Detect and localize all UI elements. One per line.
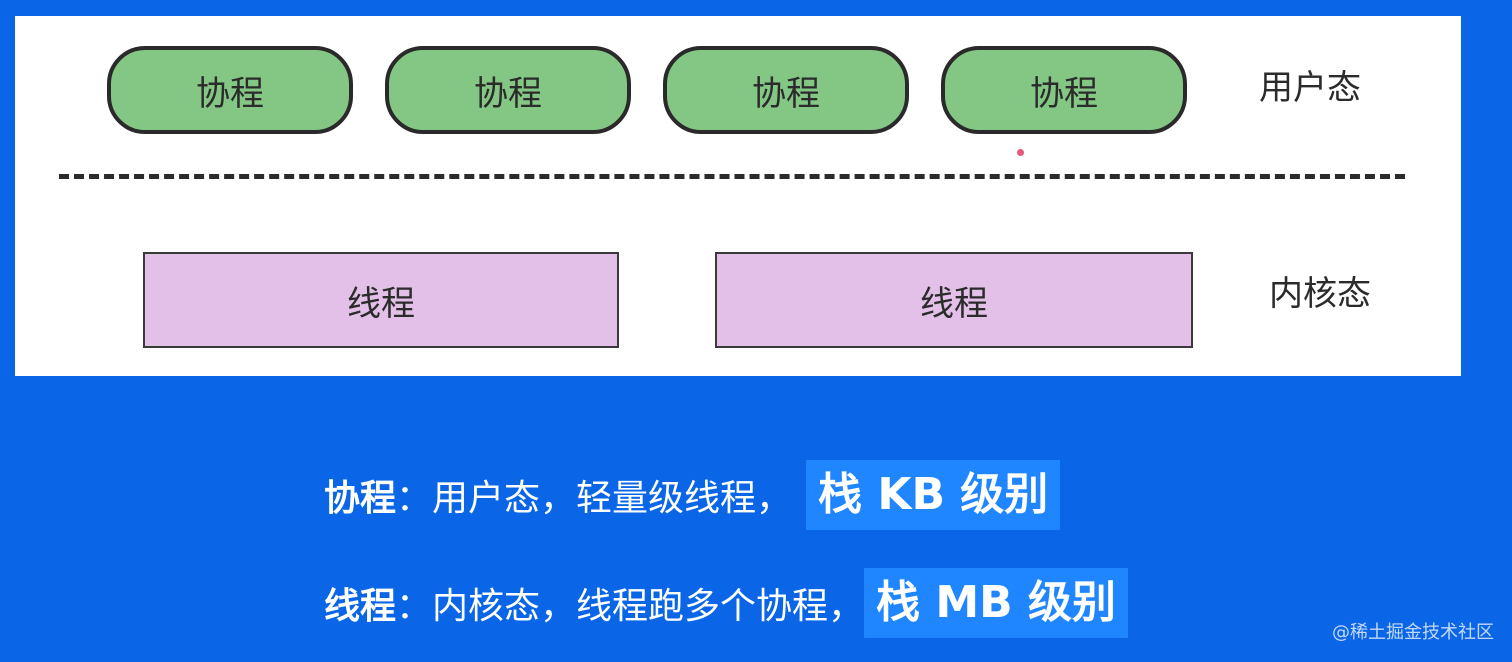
kernel-space-label: 内核态: [1269, 274, 1371, 314]
thread-box-2: 线程: [715, 252, 1193, 348]
watermark: @稀土掘金技术社区: [1332, 622, 1494, 643]
pointer-dot: [1017, 149, 1024, 156]
note-coroutine: 协程 ：用户态，轻量级线程， 栈 KB 级别: [324, 460, 1061, 530]
coroutine-box-2: 协程: [385, 46, 631, 134]
coroutine-box-3: 协程: [663, 46, 909, 134]
note-term: 协程: [324, 478, 397, 519]
note-thread: 线程 ：内核态，线程跑多个协程， 栈 MB 级别: [324, 568, 1128, 638]
diagram-panel: 协程 协程 协程 协程 用户态 线程 线程 内核态: [15, 16, 1461, 376]
note-term: 线程: [324, 586, 397, 627]
note-highlight: 栈 KB 级别: [806, 460, 1061, 530]
note-desc: ：用户态，轻量级线程，: [396, 478, 793, 519]
user-space-label: 用户态: [1259, 68, 1361, 108]
coroutine-box-1: 协程: [107, 46, 353, 134]
space-divider: [59, 174, 1405, 179]
note-highlight: 栈 MB 级别: [864, 568, 1128, 638]
note-desc: ：内核态，线程跑多个协程，: [396, 586, 865, 627]
coroutine-box-4: 协程: [941, 46, 1187, 134]
thread-box-1: 线程: [143, 252, 619, 348]
